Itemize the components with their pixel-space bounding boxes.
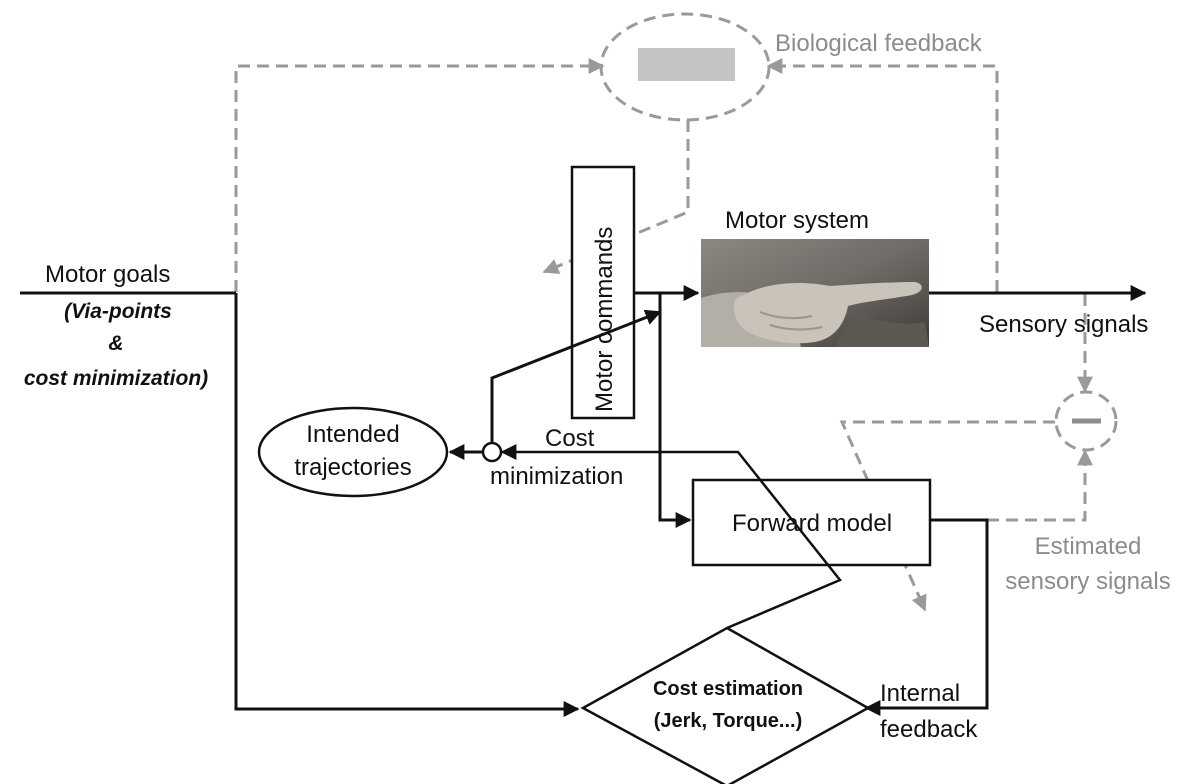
motor-goals-line3: cost minimization) xyxy=(24,367,208,390)
estimate-to-comparator-arrow xyxy=(987,449,1093,522)
cost-estimation-line2: (Jerk, Torque...) xyxy=(654,710,803,732)
forward-model-box xyxy=(691,478,932,567)
forward-model-label: Forward model xyxy=(732,510,892,537)
intended-trajectories-line2: trajectories xyxy=(294,454,411,481)
cost-minimization-line1: Cost xyxy=(545,425,595,452)
cost-estimation-line1: Cost estimation xyxy=(653,678,803,700)
intended-trajectories-line1: Intended xyxy=(306,421,399,448)
estimated-sensory-line2: sensory signals xyxy=(1005,568,1170,595)
cost-estimation-diamond xyxy=(580,626,871,784)
goals-to-cost-arrow xyxy=(234,293,580,717)
junction-circle xyxy=(481,441,503,463)
motor-goals-line1: (Via-points xyxy=(64,300,172,323)
cost-feedback-arrow xyxy=(500,444,843,630)
internal-feedback-line2: feedback xyxy=(880,716,978,743)
grey-controller-block xyxy=(638,48,735,81)
comparator-circle xyxy=(1054,390,1118,452)
motor-goals-title: Motor goals xyxy=(45,261,170,288)
motor-system-label: Motor system xyxy=(725,207,869,234)
internal-feedback-line1: Internal xyxy=(880,680,960,707)
intended-trajectories-ellipse xyxy=(257,406,449,498)
forward-to-cost-arrow xyxy=(864,518,989,716)
motor-commands-label: Motor commands xyxy=(591,227,618,412)
goals-to-bio-arrow xyxy=(234,58,605,292)
biological-feedback-ellipse xyxy=(599,12,771,122)
motor-goals-line2: & xyxy=(108,332,123,355)
motor-system-image xyxy=(701,239,929,347)
biological-feedback-label: Biological feedback xyxy=(775,30,983,57)
sensory-signals-label: Sensory signals xyxy=(979,311,1148,338)
copy-to-forward-arrow xyxy=(658,293,692,528)
cost-minimization-line2: minimization xyxy=(490,463,623,490)
estimated-sensory-line1: Estimated xyxy=(1035,533,1142,560)
to-commands-arrow xyxy=(490,309,662,442)
